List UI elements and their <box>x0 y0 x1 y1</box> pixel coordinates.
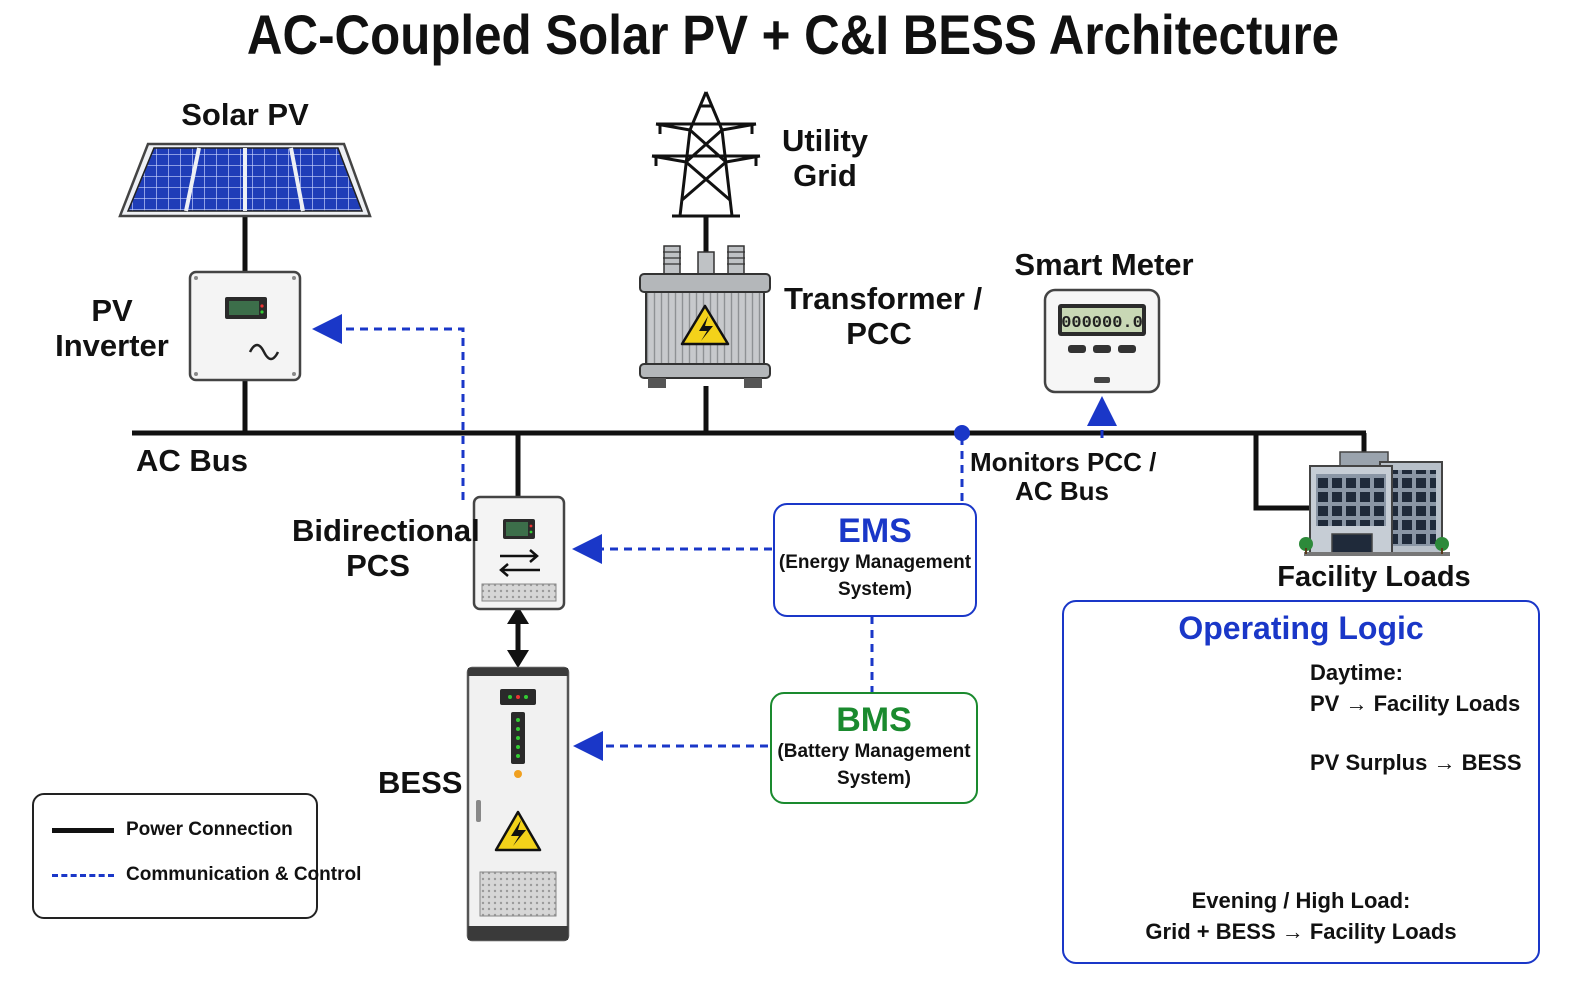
ac-bus-label: AC Bus <box>136 443 248 478</box>
legend-comm-swatch <box>52 873 114 877</box>
facility-loads-label: Facility Loads <box>1277 561 1471 593</box>
smart-meter-label: Smart Meter <box>1014 247 1194 282</box>
ems-desc-1: (Energy Management <box>778 552 972 574</box>
meter-reading: 000000.0 <box>1061 314 1143 333</box>
monitors-label: Monitors PCC / AC Bus <box>970 447 1157 507</box>
surplus-text: PV Surplus → BESS <box>1310 750 1522 775</box>
page-title: AC-Coupled Solar PV + C&I BESS Architect… <box>246 3 1340 66</box>
ems-title: EMS <box>838 512 912 550</box>
battery-cabinet-icon <box>466 666 570 942</box>
legend-power-label: Power Connection <box>126 819 293 840</box>
bess-label: BESS <box>378 765 463 800</box>
pv-inverter-label: PV Inverter <box>55 293 169 363</box>
daytime-text: Daytime: PV → Facility Loads <box>1310 660 1521 716</box>
transmission-tower-icon <box>651 91 761 218</box>
bms-desc-2: System) <box>837 767 911 789</box>
bms-title: BMS <box>836 701 912 739</box>
operating-logic-title: Operating Logic <box>1178 610 1424 646</box>
legend: Power Connection Communication & Control <box>32 793 361 919</box>
ems-desc-2: System) <box>838 578 912 600</box>
transformer-icon <box>639 245 771 388</box>
legend-comm-label: Communication & Control <box>126 864 362 885</box>
legend-comm: Communication & Control <box>52 860 361 890</box>
pcs-label: Bidirectional PCS <box>292 513 480 583</box>
utility-grid-label: Utility Grid <box>781 123 869 193</box>
legend-power: Power Connection <box>52 815 293 845</box>
inverter-icon <box>188 270 302 382</box>
solar-panel-icon <box>118 142 372 218</box>
legend-power-swatch <box>52 827 114 833</box>
pcs-bess-link <box>507 606 529 668</box>
pcs-icon <box>472 495 566 611</box>
building-icon <box>1299 451 1450 556</box>
solar-pv-label: Solar PV <box>181 97 309 132</box>
ems-box: EMS (Energy Management System) <box>773 503 977 617</box>
transformer-label: Transformer / PCC <box>784 281 983 351</box>
smart-meter-icon <box>1043 288 1161 394</box>
power-lines <box>132 214 1367 511</box>
evening-text: Evening / High Load: Grid + BESS → Facil… <box>1145 888 1457 944</box>
bms-desc-1: (Battery Management <box>777 741 971 763</box>
bms-box: BMS (Battery Management System) <box>770 692 978 804</box>
operating-logic-panel: Operating Logic Daytime: PV → Facility L… <box>1062 600 1540 964</box>
comm-lines <box>312 314 1117 761</box>
pcc-tap-point <box>954 425 970 441</box>
